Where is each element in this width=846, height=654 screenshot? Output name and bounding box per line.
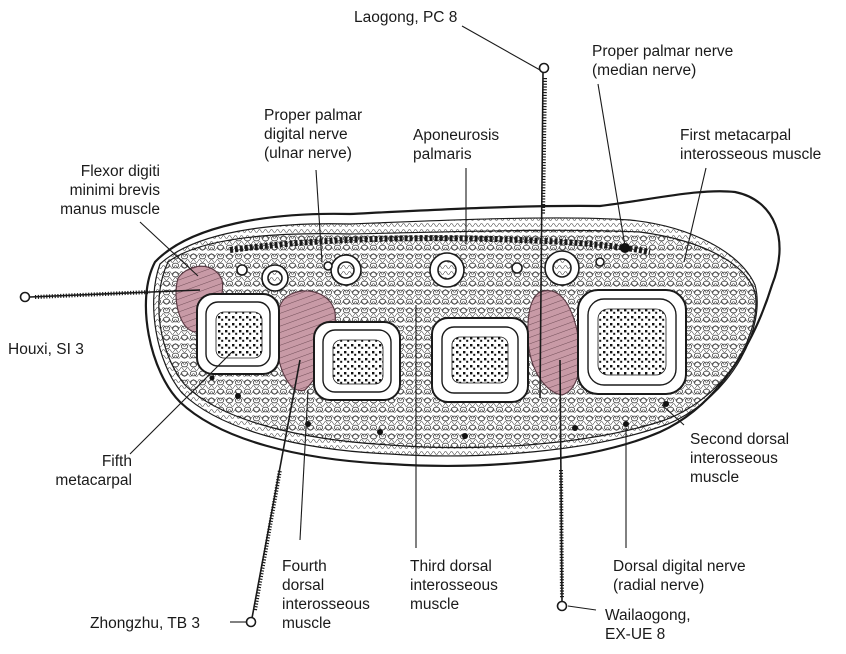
leader-first-metacarpal	[683, 167, 707, 263]
needle-zhongzhu	[245, 359, 301, 628]
needles	[19, 62, 568, 628]
flexor-tendons	[236, 250, 605, 292]
label-laogong: Laogong, PC 8	[354, 9, 458, 26]
leader-proper-palmar-ulnar	[315, 169, 323, 263]
metacarpal-bones	[196, 289, 687, 403]
leader-flexor-digiti	[139, 221, 199, 277]
leader-fifth-metacarpal	[129, 351, 233, 455]
label-first-metacarpal: First metacarpal interosseous muscle	[680, 127, 822, 163]
label-fifth-metacarpal: Fifth metacarpal	[55, 453, 132, 489]
leader-second-dorsal	[661, 404, 685, 426]
label-proper-palmar-median: Proper palmar nerve (median nerve)	[592, 43, 734, 79]
needle-laogong	[538, 62, 550, 399]
dorsal-vessels	[209, 375, 669, 439]
fourth-metacarpal-bone	[313, 321, 401, 401]
label-zhongzhu: Zhongzhu, TB 3	[90, 615, 201, 632]
label-proper-palmar-ulnar: Proper palmar digital nerve (ulnar nerve…	[264, 107, 363, 162]
label-fourth-dorsal: Fourth dorsal interosseous muscle	[282, 558, 370, 632]
label-wailaogong: Wailaogong, EX-UE 8	[605, 607, 691, 643]
label-third-dorsal: Third dorsal interosseous muscle	[410, 558, 498, 613]
second-metacarpal-bone	[577, 289, 687, 395]
nerve-dot-median	[620, 243, 630, 253]
leader-wailaogong	[567, 605, 597, 611]
label-houxi: Houxi, SI 3	[8, 341, 84, 358]
fifth-metacarpal-bone	[196, 293, 280, 375]
leader-laogong	[461, 25, 541, 71]
needle-wailaogong	[556, 359, 568, 612]
leader-proper-palmar-median	[597, 83, 626, 247]
label-flexor-digiti: Flexor digiti minimi brevis manus muscle	[60, 163, 160, 218]
third-metacarpal-bone	[431, 317, 529, 403]
label-second-dorsal: Second dorsal interosseous muscle	[690, 431, 790, 486]
label-aponeurosis: Aponeurosis palmaris	[413, 127, 500, 163]
leader-lines	[129, 25, 707, 623]
palmar-aponeurosis-band	[229, 235, 651, 255]
label-dorsal-digital: Dorsal digital nerve (radial nerve)	[613, 558, 746, 594]
needle-houxi	[19, 289, 201, 303]
leader-fourth-dorsal	[299, 389, 309, 541]
